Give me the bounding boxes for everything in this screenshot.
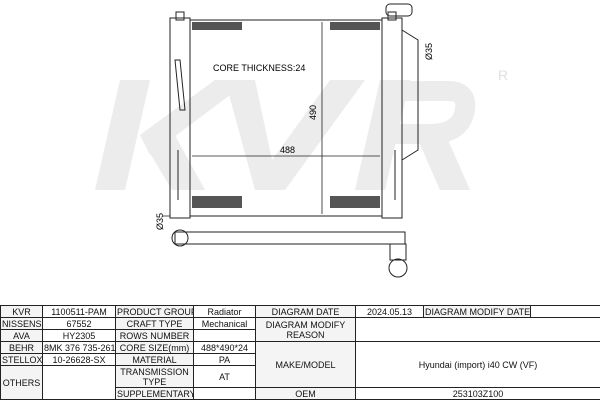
supplementary-label: SUPPLEMENTARY — [115, 387, 194, 400]
rows-number-value — [193, 329, 256, 342]
core-thickness-label: CORE THICKNESS:24 — [213, 63, 305, 73]
radiator-drawing: R CORE THICKNESS:24 490 488 Ø35 Ø35 — [95, 3, 508, 278]
stellox-label: STELLOX — [0, 353, 43, 366]
modify-reason-value — [355, 317, 600, 342]
core — [189, 19, 383, 217]
behr-label: BEHR — [0, 341, 43, 354]
stellox-value: 10-26628-SX — [42, 353, 116, 366]
rows-number-label: ROWS NUMBER — [115, 329, 194, 342]
kvr-label: KVR — [0, 305, 43, 318]
bottom-tube — [174, 231, 406, 245]
ava-value: HY2305 — [42, 329, 116, 342]
product-group-label: PRODUCT GROUP — [115, 305, 194, 318]
nissens-label: NISSENS — [0, 317, 43, 330]
diagram-date-value: 2024.05.13 — [355, 305, 424, 318]
nissens-value: 67552 — [42, 317, 116, 330]
bottom-pipe-diameter: Ø35 — [155, 213, 165, 230]
craft-type-value: Mechanical — [193, 317, 256, 330]
top-pipe-diameter: Ø35 — [424, 43, 434, 60]
diagram-modify-date-value — [530, 305, 600, 318]
watermark-logo — [95, 80, 476, 190]
behr-value: 8MK 376 735-261 — [42, 341, 116, 354]
supplementary-value — [193, 387, 256, 400]
make-model-label: MAKE/MODEL — [255, 341, 356, 388]
oem-label: OEM — [255, 387, 356, 400]
watermark-registered: R — [498, 67, 508, 83]
kvr-value: 1100511-PAM — [42, 305, 116, 318]
width-dimension: 488 — [280, 145, 295, 155]
core-size-value: 488*490*24 — [193, 341, 256, 354]
modify-reason-label: DIAGRAM MODIFY REASON — [255, 317, 356, 342]
height-dimension: 490 — [308, 105, 318, 120]
make-model-value: Hyundai (import) i40 CW (VF) — [355, 341, 600, 388]
ava-label: AVA — [0, 329, 43, 342]
core-size-label: CORE SIZE(mm) — [115, 341, 194, 354]
others-label: OTHERS — [0, 365, 43, 400]
transmission-value: AT — [193, 365, 256, 388]
filler-cap — [385, 3, 413, 17]
oem-value: 253103Z100 — [355, 387, 600, 400]
bottom-right-pipe — [388, 258, 408, 278]
material-value: PA — [193, 353, 256, 366]
others-value — [42, 365, 116, 400]
diagram-modify-date-label: DIAGRAM MODIFY DATE — [423, 305, 531, 318]
product-group-value: Radiator — [193, 305, 256, 318]
diagram-date-label: DIAGRAM DATE — [255, 305, 356, 318]
craft-type-label: CRAFT TYPE — [115, 317, 194, 330]
material-label: MATERIAL — [115, 353, 194, 366]
bottom-left-pipe — [171, 229, 189, 247]
transmission-label: TRANSMISSION TYPE — [115, 365, 194, 388]
